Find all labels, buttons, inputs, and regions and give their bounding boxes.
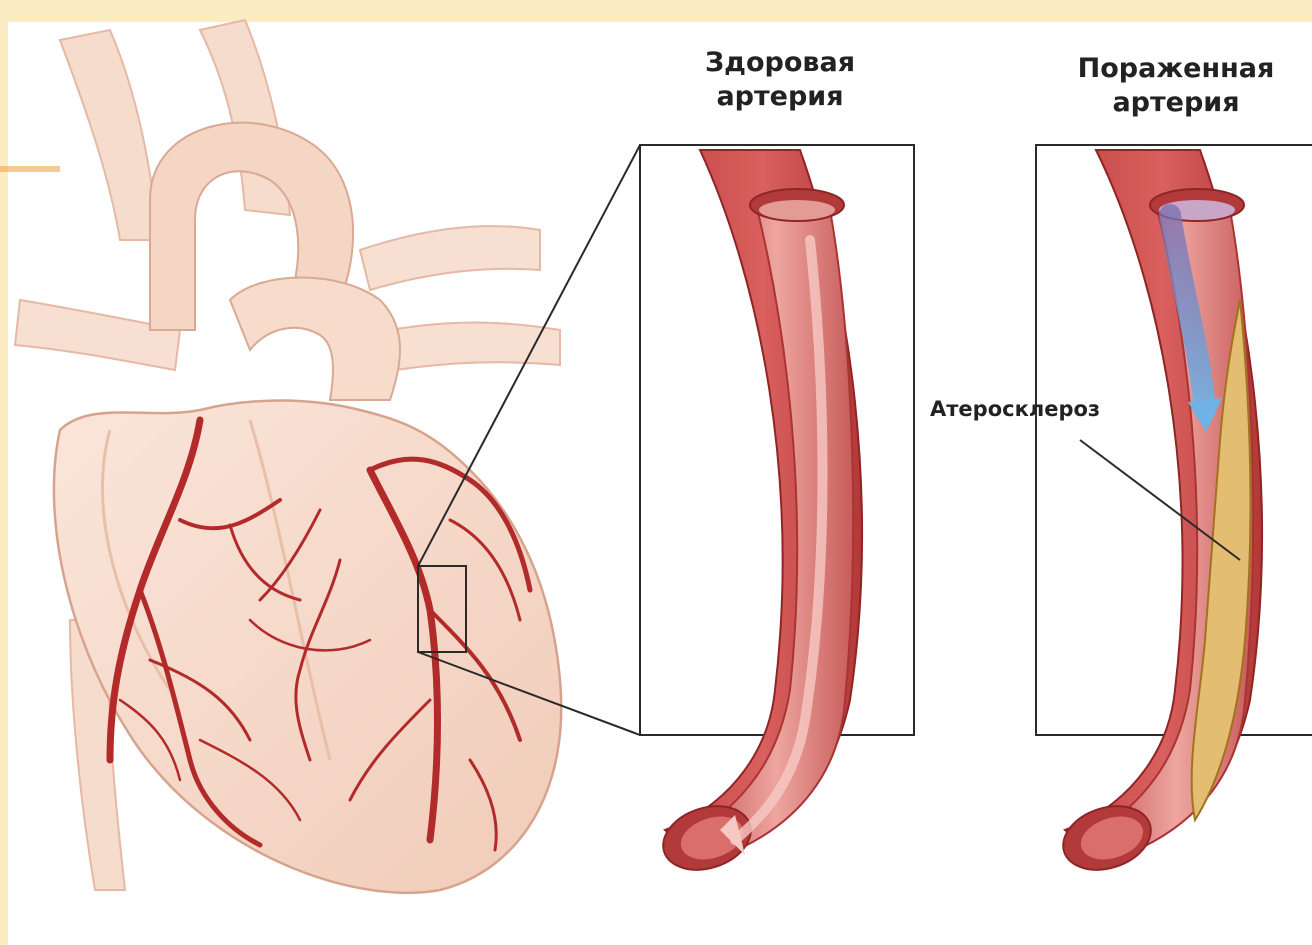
- atherosclerosis-label: Атеросклероз: [930, 394, 1100, 424]
- healthy-title-line1: Здоровая: [660, 46, 900, 80]
- healthy-title-line2: артерия: [660, 80, 900, 114]
- healthy-artery-title: Здоровая артерия: [660, 46, 900, 114]
- heart-illustration: [15, 20, 640, 893]
- affected-artery: [1036, 145, 1312, 880]
- healthy-artery: [640, 145, 914, 880]
- affected-artery-title: Пораженная артерия: [1040, 52, 1312, 120]
- affected-title-line2: артерия: [1040, 86, 1312, 120]
- affected-title-line1: Пораженная: [1040, 52, 1312, 86]
